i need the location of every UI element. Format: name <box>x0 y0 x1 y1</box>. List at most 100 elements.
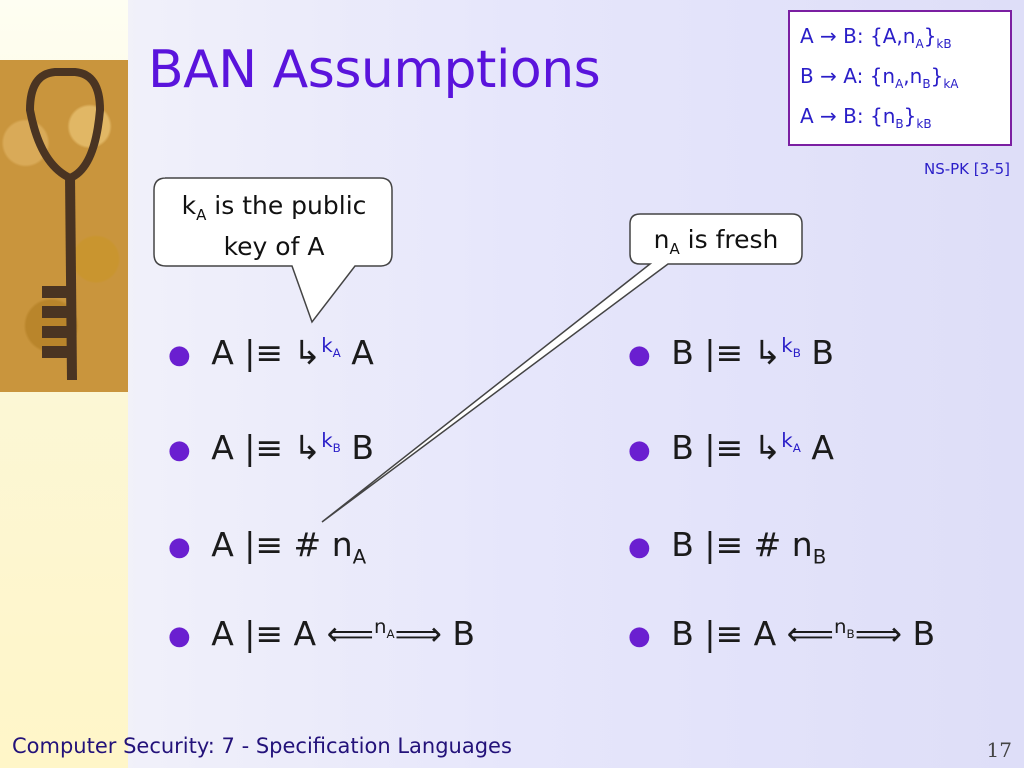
callout-text: is the public key of A <box>206 191 367 261</box>
bullet-dot-icon: ● <box>628 339 651 370</box>
protocol-key: kA <box>943 77 959 91</box>
bullet-subject: B <box>671 614 694 653</box>
bullet-right-4: ● B |≡ A ⟸nB⟹ B <box>628 614 936 653</box>
protocol-body: {A,n <box>870 24 916 48</box>
footer-text: Computer Security: 7 - Specification Lan… <box>12 734 512 758</box>
bullet-nonce: n <box>331 525 353 564</box>
believes-symbol: |≡ <box>244 333 284 372</box>
bullet-left-3: ● A |≡ # nA <box>168 525 366 569</box>
bullet-nonce: n <box>791 525 813 564</box>
fresh-callout-text: nA is fresh <box>636 224 796 265</box>
protocol-body: {n <box>869 64 896 88</box>
protocol-close: } <box>903 104 917 128</box>
protocol-label: NS-PK [3-5] <box>923 160 1010 178</box>
bullet-key: k <box>321 334 333 357</box>
bullet-dot-icon: ● <box>168 531 191 562</box>
protocol-line-1: A → B: {A,nA}kB <box>800 24 952 51</box>
protocol-mid: ,n <box>903 64 923 88</box>
bullet-secret: n <box>834 615 847 638</box>
bullet-dot-icon: ● <box>628 620 651 651</box>
bullet-object: B <box>912 614 936 653</box>
bullet-right-3: ● B |≡ # nB <box>628 525 826 569</box>
bullet-secret-sub: A <box>386 626 395 641</box>
public-key-callout-text: kA is the public key of A <box>164 190 384 263</box>
bullet-object: B <box>452 614 476 653</box>
protocol-key: kB <box>936 37 952 51</box>
protocol-from: A <box>800 24 814 48</box>
public-key-arrow-icon: ↳ <box>753 428 782 467</box>
protocol-box: A → B: {A,nA}kB B → A: {nA,nB}kA A → B: … <box>788 10 1012 146</box>
bullet-key: k <box>781 334 793 357</box>
protocol-to: B <box>843 104 857 128</box>
protocol-sub: A <box>915 37 924 51</box>
bullet-subject: B <box>671 428 694 467</box>
bullet-subject: A <box>211 333 234 372</box>
believes-symbol: |≡ <box>704 333 744 372</box>
public-key-callout-bubble <box>153 177 393 324</box>
bullet-right-1: ● B |≡ ↳kB B <box>628 333 834 372</box>
protocol-sub2: B <box>922 77 931 91</box>
protocol-line-2: B → A: {nA,nB}kA <box>800 64 959 91</box>
bullet-nonce-sub: A <box>352 545 367 569</box>
bullet-object: A <box>811 428 834 467</box>
bullet-relation: A <box>753 614 777 653</box>
bullet-subject: B <box>671 525 694 564</box>
bullet-subject: B <box>671 333 694 372</box>
bullet-nonce-sub: B <box>812 545 827 569</box>
bullet-object: A <box>351 333 374 372</box>
protocol-line-3: A → B: {nB}kB <box>800 104 932 131</box>
protocol-close: } <box>923 24 937 48</box>
protocol-from: A <box>800 104 814 128</box>
public-key-arrow-icon: ↳ <box>293 333 322 372</box>
bullet-subject: A <box>211 525 234 564</box>
believes-symbol: |≡ <box>704 614 744 653</box>
bullet-left-2: ● A |≡ ↳kB B <box>168 428 374 467</box>
protocol-sub: B <box>895 117 904 131</box>
fresh-symbol: # <box>753 525 782 564</box>
bullet-relation: A <box>293 614 317 653</box>
bullet-secret-sub: B <box>846 626 855 641</box>
callout-var: k <box>181 191 197 220</box>
bullet-object: B <box>811 333 835 372</box>
callout-sub: A <box>669 240 680 258</box>
protocol-to: A <box>843 64 857 88</box>
callout-var: n <box>653 225 670 254</box>
bullet-key: k <box>781 429 793 452</box>
believes-symbol: |≡ <box>704 525 744 564</box>
believes-symbol: |≡ <box>244 428 284 467</box>
antique-key-icon <box>25 68 105 381</box>
bullet-dot-icon: ● <box>168 434 191 465</box>
believes-symbol: |≡ <box>704 428 744 467</box>
callout-text: is fresh <box>679 225 779 254</box>
protocol-from: B <box>800 64 814 88</box>
bullet-subject: A <box>211 614 234 653</box>
protocol-close: } <box>930 64 944 88</box>
page-number: 17 <box>986 738 1012 762</box>
public-key-arrow-icon: ↳ <box>753 333 782 372</box>
bullet-dot-icon: ● <box>628 434 651 465</box>
bullet-dot-icon: ● <box>168 339 191 370</box>
bullet-left-1: ● A |≡ ↳kA A <box>168 333 374 372</box>
callout-sub: A <box>196 206 207 224</box>
bullet-subject: A <box>211 428 234 467</box>
slide-title: BAN Assumptions <box>148 40 601 100</box>
key-photo <box>0 60 128 392</box>
believes-symbol: |≡ <box>244 525 284 564</box>
fresh-callout-bubble <box>321 213 803 523</box>
bullet-secret: n <box>373 615 387 638</box>
protocol-key: kB <box>916 117 932 131</box>
protocol-body: {n <box>870 104 896 128</box>
bullet-key-sub: A <box>332 345 341 360</box>
bullet-key-sub: B <box>792 345 801 360</box>
bullet-key-sub: A <box>792 440 801 455</box>
bullet-object: B <box>351 428 374 467</box>
protocol-to: B <box>843 24 857 48</box>
bullet-dot-icon: ● <box>168 620 191 651</box>
bullet-key: k <box>321 429 333 452</box>
protocol-sub: A <box>895 77 904 91</box>
bullet-dot-icon: ● <box>628 531 651 562</box>
bullet-right-2: ● B |≡ ↳kA A <box>628 428 834 467</box>
bullet-key-sub: B <box>332 440 341 455</box>
public-key-arrow-icon: ↳ <box>293 428 322 467</box>
